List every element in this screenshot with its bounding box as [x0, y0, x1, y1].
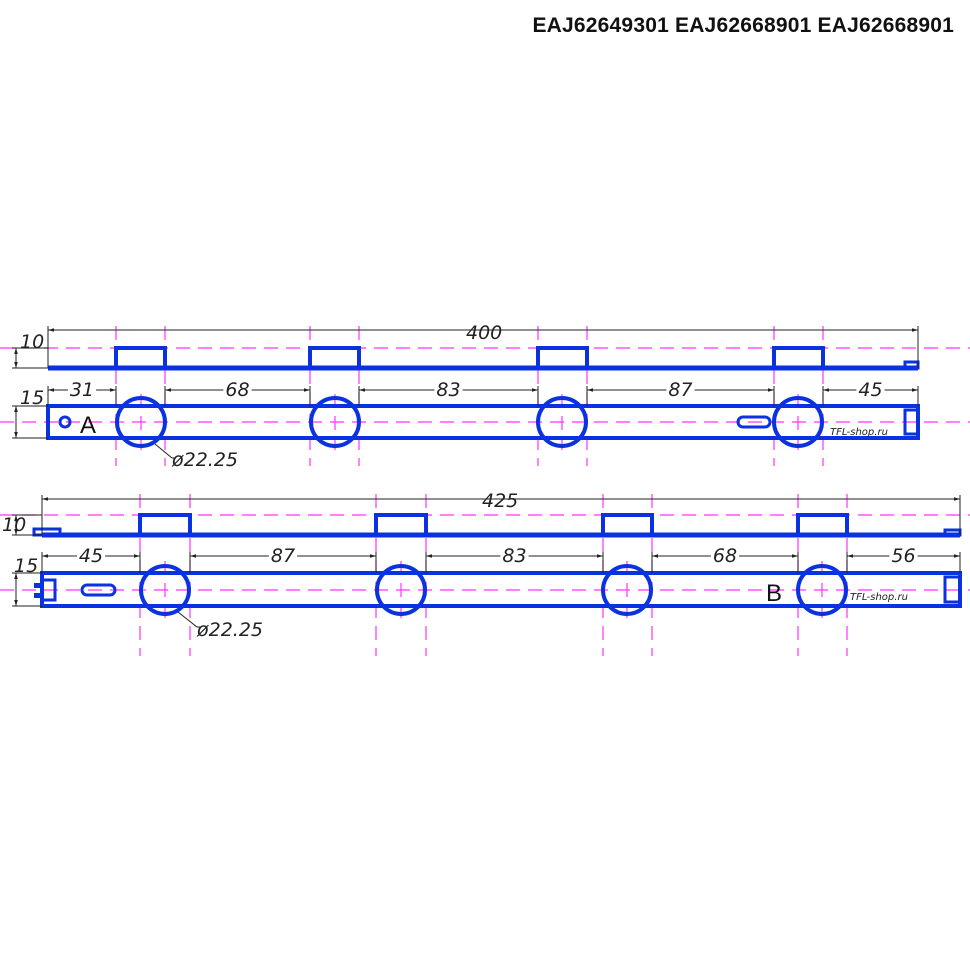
- watermark-b: TFL-shop.ru: [850, 592, 908, 603]
- mounting-tab: [114, 346, 167, 370]
- mounting-hole: [601, 564, 653, 616]
- part-label-b: B: [766, 580, 782, 607]
- mounting-tab: [796, 513, 849, 537]
- end-notch: [34, 583, 42, 588]
- dim-text-gap: [434, 388, 463, 392]
- dim-overall-length-a: 400: [466, 322, 502, 344]
- dim-spacing-value: 83: [436, 379, 460, 401]
- mounting-hole: [536, 396, 588, 448]
- dim-spacing-value: 31: [70, 379, 94, 401]
- end-notch: [34, 593, 42, 598]
- dim-height-a: 10: [20, 331, 44, 353]
- end-square: [943, 575, 962, 604]
- dim-spacing-value: 45: [858, 379, 882, 401]
- end-tab: [903, 360, 920, 370]
- dim-spacing-value: 83: [502, 545, 526, 567]
- dim-spacing-value: 45: [79, 545, 103, 567]
- hole-diameter-a: ø22.25: [171, 449, 238, 471]
- slot-hole: [80, 583, 117, 597]
- mounting-hole: [772, 396, 824, 448]
- mounting-tab: [308, 346, 361, 370]
- dim-overall-length-b: 425: [482, 490, 518, 512]
- slot-hole: [736, 415, 772, 429]
- dim-text-gap: [480, 501, 521, 507]
- mounting-hole: [375, 564, 427, 616]
- diameter-leader: [154, 443, 176, 459]
- end-tab: [32, 527, 62, 537]
- dim-text-gap: [889, 554, 918, 558]
- dim-spacing-value: 68: [713, 545, 737, 567]
- dim-text-gap: [67, 388, 97, 392]
- dim-width-b: 15: [14, 555, 38, 577]
- dim-text-gap: [268, 554, 298, 558]
- mounting-tab: [772, 346, 825, 370]
- dim-text-gap: [500, 554, 529, 558]
- dim-spacing-value: 68: [225, 379, 249, 401]
- end-square: [903, 408, 920, 436]
- mounting-hole: [309, 396, 361, 448]
- dim-spacing-value: 56: [891, 545, 915, 567]
- diameter-leader: [177, 611, 201, 628]
- small-hole: [58, 415, 72, 429]
- dim-text-gap: [464, 333, 505, 339]
- mounting-hole: [139, 564, 191, 616]
- dim-width-a: 15: [20, 387, 44, 409]
- dim-text-gap: [856, 388, 885, 392]
- part-numbers-title: EAJ62649301 EAJ62668901 EAJ62668901: [532, 14, 954, 37]
- hole-diameter-b: ø22.25: [196, 619, 263, 641]
- part-label-a: A: [80, 412, 96, 439]
- mounting-tab: [374, 513, 428, 537]
- dim-spacing-value: 87: [668, 379, 692, 401]
- mounting-tab: [138, 513, 192, 537]
- mounting-tab: [536, 346, 589, 370]
- dim-height-b: 10: [2, 514, 26, 536]
- mounting-tab: [601, 513, 654, 537]
- dim-spacing-value: 87: [271, 545, 295, 567]
- dim-text-gap: [710, 554, 740, 558]
- dim-text-gap: [223, 388, 252, 392]
- dim-text-gap: [666, 388, 695, 392]
- dim-text-gap: [76, 554, 106, 558]
- end-square: [40, 578, 57, 602]
- watermark-a: TFL-shop.ru: [830, 427, 888, 438]
- mounting-hole: [796, 564, 848, 616]
- mounting-hole: [115, 396, 167, 448]
